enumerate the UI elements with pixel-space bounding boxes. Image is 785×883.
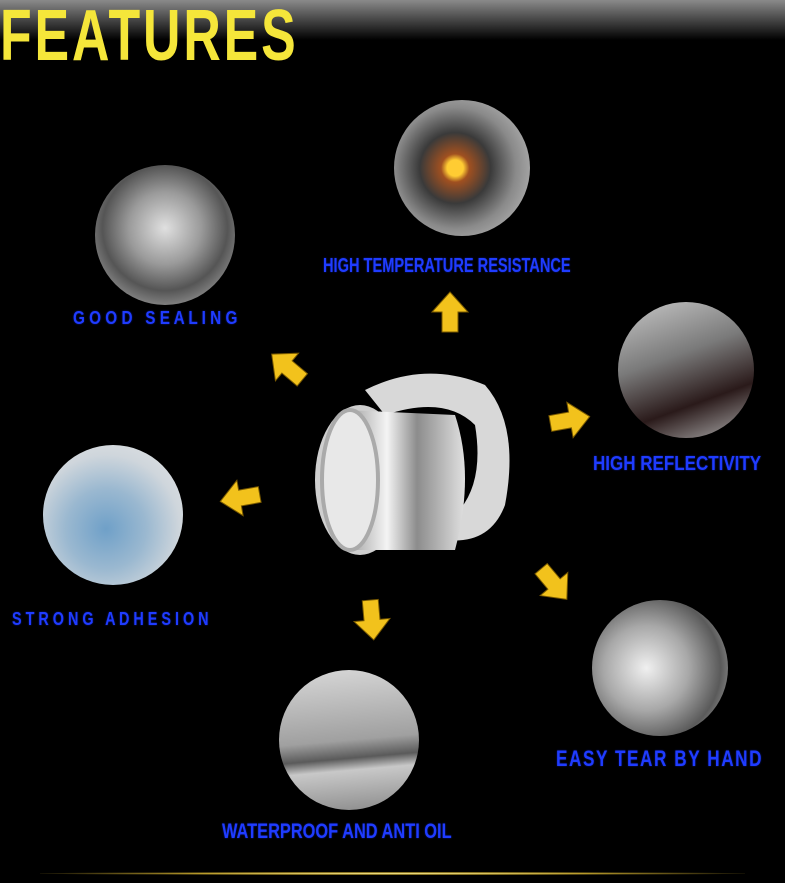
waterproof-surface-photo xyxy=(279,670,419,810)
arrow-right-icon xyxy=(548,401,591,439)
header-gradient xyxy=(0,0,785,40)
page-title: FEATURES xyxy=(0,0,299,76)
label-high-reflectivity: HIGH REFLECTIVITY xyxy=(593,453,762,475)
reflective-phone-photo xyxy=(618,302,754,438)
arrow-left-icon xyxy=(219,479,262,517)
tear-by-hand-photo xyxy=(592,600,728,736)
sealed-pipes-photo xyxy=(95,165,235,305)
label-strong-adhesion: S T R O N G A D H E S I O N xyxy=(12,609,209,629)
label-waterproof-and-anti-oil: WATERPROOF AND ANTI OIL xyxy=(222,820,452,843)
arrow-up-icon xyxy=(430,291,470,333)
adhesion-bottle-photo xyxy=(43,445,183,585)
arrow-down-right-icon xyxy=(534,562,569,600)
label-high-temperature-resistance: HIGH TEMPERATURE RESISTANCE xyxy=(323,255,571,277)
aluminum-tape-image xyxy=(305,365,520,560)
flame-test-photo xyxy=(394,100,530,236)
arrow-up-left-icon xyxy=(271,352,309,387)
label-good-sealing: G O O D S E A L I N G xyxy=(73,308,238,328)
label-easy-tear-by-hand: EASY TEAR BY HAND xyxy=(556,746,764,771)
arrow-down-icon xyxy=(352,598,392,641)
bottom-glow-divider xyxy=(40,872,745,875)
